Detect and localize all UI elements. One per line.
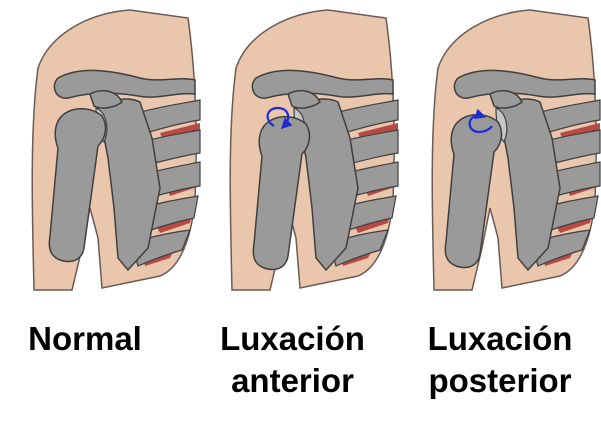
panel-anterior: [229, 9, 399, 291]
label-anterior-line-1: Luxación: [220, 320, 365, 357]
curved-arrow-clockwise-icon: [266, 106, 293, 130]
label-posterior-line-1: Luxación: [427, 320, 573, 357]
curved-arrow-counterclockwise-icon: [468, 108, 493, 134]
label-normal: Normal: [10, 318, 160, 360]
label-posterior-line-2: posterior: [428, 362, 572, 399]
label-anterior-line-2: anterior: [231, 362, 354, 399]
panel-posterior: [431, 9, 601, 291]
label-normal-line-1: Normal: [28, 320, 142, 357]
panel-normal: [31, 9, 201, 291]
label-posterior: Luxación posterior: [410, 318, 590, 402]
label-anterior: Luxación anterior: [205, 318, 380, 402]
shoulder-diagram: [31, 9, 601, 291]
